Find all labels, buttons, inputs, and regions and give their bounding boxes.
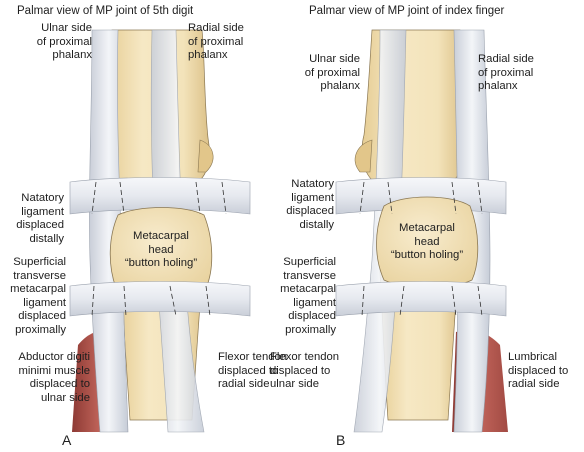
panel-a-condyle — [197, 139, 214, 173]
panel-a-dashed-lines — [91, 181, 227, 317]
panel-a-transverse-label: Superficial transverse metacarpal ligame… — [10, 256, 66, 336]
panel-b-metacarpal-head — [376, 196, 479, 288]
panel-b-radial-phalanx-label: Radial side of proximal phalanx — [478, 53, 534, 92]
panel-b-natatory-label: Natatory ligament displaced distally — [286, 178, 334, 231]
panel-a-ulnar-phalanx-label: Ulnar side of proximal phalanx — [36, 22, 92, 61]
panel-b-dashed-lines — [359, 181, 483, 317]
panel-a-transverse-ligament — [69, 281, 251, 317]
panel-b-transverse-label: Superficial transverse metacarpal ligame… — [280, 256, 336, 336]
panel-a-radial-phalanx-label: Radial side of proximal phalanx — [188, 22, 244, 61]
panel-a-flexor-label: Flexor tendon displaced to radial side — [218, 351, 288, 390]
panel-b-flexor-label: Flexor tendon displaced to ulnar side — [270, 351, 340, 390]
panel-a-letter: A — [62, 432, 72, 448]
panel-a-metacarpal-label: Metacarpal head “button holing” — [124, 230, 198, 269]
panel-b-drawing — [335, 29, 508, 433]
panel-b-metacarpal-label: Metacarpal head “button holing” — [390, 222, 464, 261]
panel-b-transverse-ligament — [335, 281, 507, 317]
panel-a-title: Palmar view of MP joint of 5th digit — [17, 5, 194, 17]
panel-a-abductor-label: Abductor digiti minimi muscle displaced … — [18, 351, 90, 404]
panel-a-drawing — [69, 29, 251, 433]
panel-b-ulnar-phalanx-label: Ulnar side of proximal phalanx — [304, 53, 360, 92]
panel-a-natatory-label: Natatory ligament displaced distally — [16, 192, 64, 245]
panel-b-condyle — [354, 139, 373, 173]
panel-a-natatory-ligament — [69, 177, 251, 215]
panel-b-title: Palmar view of MP joint of index finger — [309, 5, 505, 17]
panel-b-lumbrical-label: Lumbrical displaced to radial side — [508, 351, 569, 390]
panel-b-letter: B — [336, 432, 346, 448]
